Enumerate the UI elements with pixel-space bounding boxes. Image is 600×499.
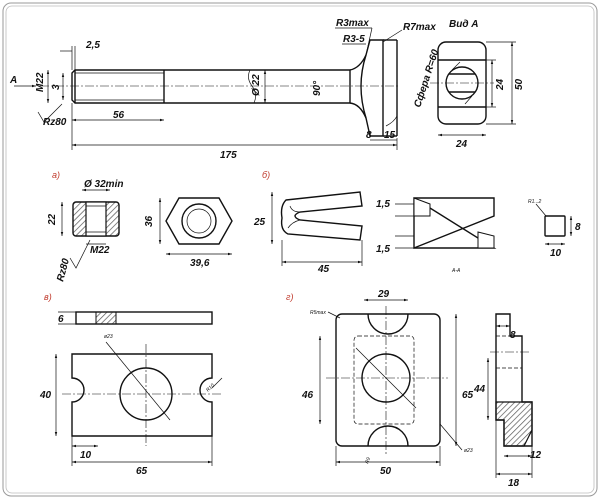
washer-height: 25 — [253, 217, 266, 228]
r7max-label: R7max — [403, 22, 436, 33]
thickness-top: 1,5 — [376, 199, 390, 210]
dim-15: 15 — [384, 130, 396, 141]
dim-chamfer: 2,5 — [85, 40, 100, 51]
side-height: 44 — [473, 384, 486, 395]
block-width: 10 — [550, 248, 562, 259]
hex-nut — [165, 197, 233, 245]
panel-b-tag: б) — [262, 170, 270, 180]
r35-label: R3-5 — [343, 34, 365, 45]
plate-front — [71, 353, 213, 437]
panel-g: г) R5max 29 46 65 R9 ø23 50 — [286, 289, 542, 489]
block-radius: R1...2 — [528, 199, 542, 205]
sphere-label: Сфера R=60 — [411, 47, 441, 108]
dim-3: 3 — [51, 84, 62, 90]
nut-height: 22 — [47, 213, 58, 226]
plate-thickness: 6 — [58, 314, 64, 325]
roughness-label: Rz80 — [43, 117, 67, 128]
angle-label: 90° — [312, 80, 323, 96]
plate-height: 40 — [39, 390, 52, 401]
clamp-slot-radius: R9 — [364, 456, 372, 464]
clamp-hole-dia: ø23 — [464, 448, 473, 454]
view-a: Вид А 24 24 50 — [430, 19, 525, 150]
panel-a-nut: а) Ø 32min 22 M22 Rz80 36 39,6 — [47, 170, 233, 283]
panel-v-tag: в) — [44, 292, 52, 302]
clamp-front — [335, 313, 441, 447]
view-a-height-50: 50 — [514, 78, 525, 90]
panel-a-tag: а) — [52, 170, 60, 180]
r3max-label: R3max — [336, 18, 369, 29]
view-arrow-label: A — [9, 75, 17, 86]
panel-g-tag: г) — [286, 292, 293, 302]
clamp-inner-height: 46 — [301, 390, 314, 401]
clamp-radius: R5max — [310, 310, 326, 316]
side-lip: 12 — [530, 450, 542, 461]
plate-hole-dia: ø23 — [104, 334, 113, 340]
clamp-width: 50 — [380, 466, 392, 477]
hex-width: 39,6 — [190, 258, 210, 269]
plate-edge-width: 10 — [80, 450, 92, 461]
thickness-bottom: 1,5 — [376, 244, 390, 255]
dim-175: 175 — [220, 150, 237, 161]
dim-diameter: Ø 22 — [251, 74, 262, 96]
bolt-view: A M22 3 Rz80 2,5 56 Ø 22 90° R3max R3-5 … — [9, 18, 442, 161]
washer-width: 45 — [317, 264, 330, 275]
thread-label: M22 — [35, 72, 46, 92]
plate-top-view — [75, 311, 213, 325]
clamp-slot-width: 29 — [377, 289, 390, 300]
view-a-height-24: 24 — [495, 78, 506, 91]
plate-width: 65 — [136, 466, 148, 477]
section-label: А-А — [451, 268, 461, 274]
view-a-width: 24 — [455, 139, 468, 150]
washer-section — [413, 197, 495, 250]
plate-radius: R10 — [205, 383, 216, 394]
panel-v: в) 6 ø23 R10 40 10 65 — [39, 292, 223, 477]
sheet-frame-inner — [5, 5, 595, 494]
dim-8: 8 — [366, 130, 372, 141]
bolt-shank — [71, 69, 351, 104]
nut-roughness: Rz80 — [55, 257, 72, 283]
nut-thread: M22 — [90, 245, 110, 256]
block-height: 8 — [575, 222, 581, 233]
clamp-height: 65 — [462, 390, 474, 401]
dim-56: 56 — [113, 110, 125, 121]
small-block — [544, 215, 566, 237]
spring-washer — [280, 191, 363, 241]
hex-height: 36 — [144, 215, 155, 227]
side-width: 18 — [508, 478, 520, 489]
view-a-title: Вид А — [449, 19, 479, 30]
nut-bore-dim: Ø 32min — [84, 179, 123, 190]
panel-b: б) 25 45 1,5 1,5 А-А R1...2 8 10 — [253, 170, 581, 275]
side-slot-width: 8 — [510, 330, 516, 341]
